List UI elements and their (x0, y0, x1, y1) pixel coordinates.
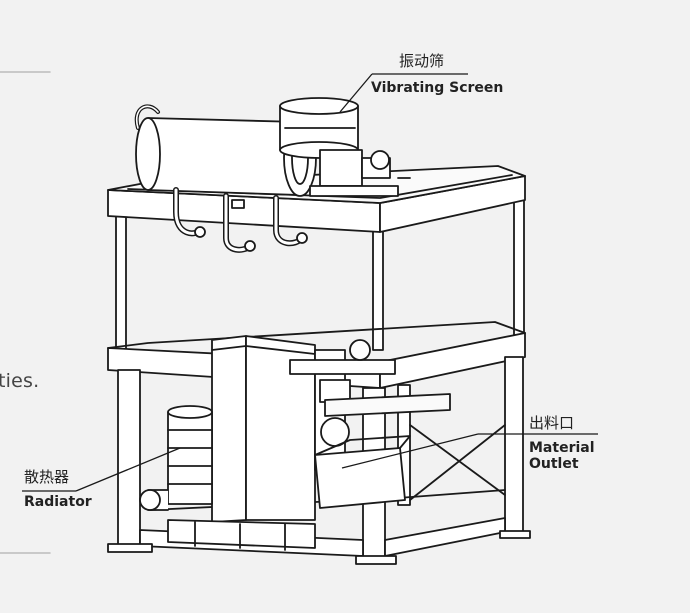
label-material-outlet-en-2: Outlet (529, 456, 579, 473)
label-radiator: 散热器 Radiator (24, 468, 92, 511)
leader-radiator (75, 447, 181, 492)
side-text: ties. (0, 370, 40, 392)
label-vibrating-screen-zh: 振动筛 (399, 52, 445, 70)
label-material-outlet: 出料口 Material Outlet (529, 414, 595, 473)
radiator (139, 335, 316, 551)
outlet-piping (289, 339, 451, 509)
label-radiator-zh: 散热器 (24, 468, 70, 486)
vibrating-screen (279, 97, 411, 197)
label-vibrating-screen: 振动筛 Vibrating Screen (371, 52, 503, 96)
leader-material-outlet (341, 433, 479, 469)
label-radiator-en: Radiator (24, 494, 92, 511)
label-vibrating-screen-en: Vibrating Screen (371, 80, 504, 96)
leader-vibrating-screen (339, 73, 373, 113)
label-material-outlet-zh: 出料口 (529, 414, 575, 432)
label-material-outlet-en-1: Material (529, 440, 595, 457)
